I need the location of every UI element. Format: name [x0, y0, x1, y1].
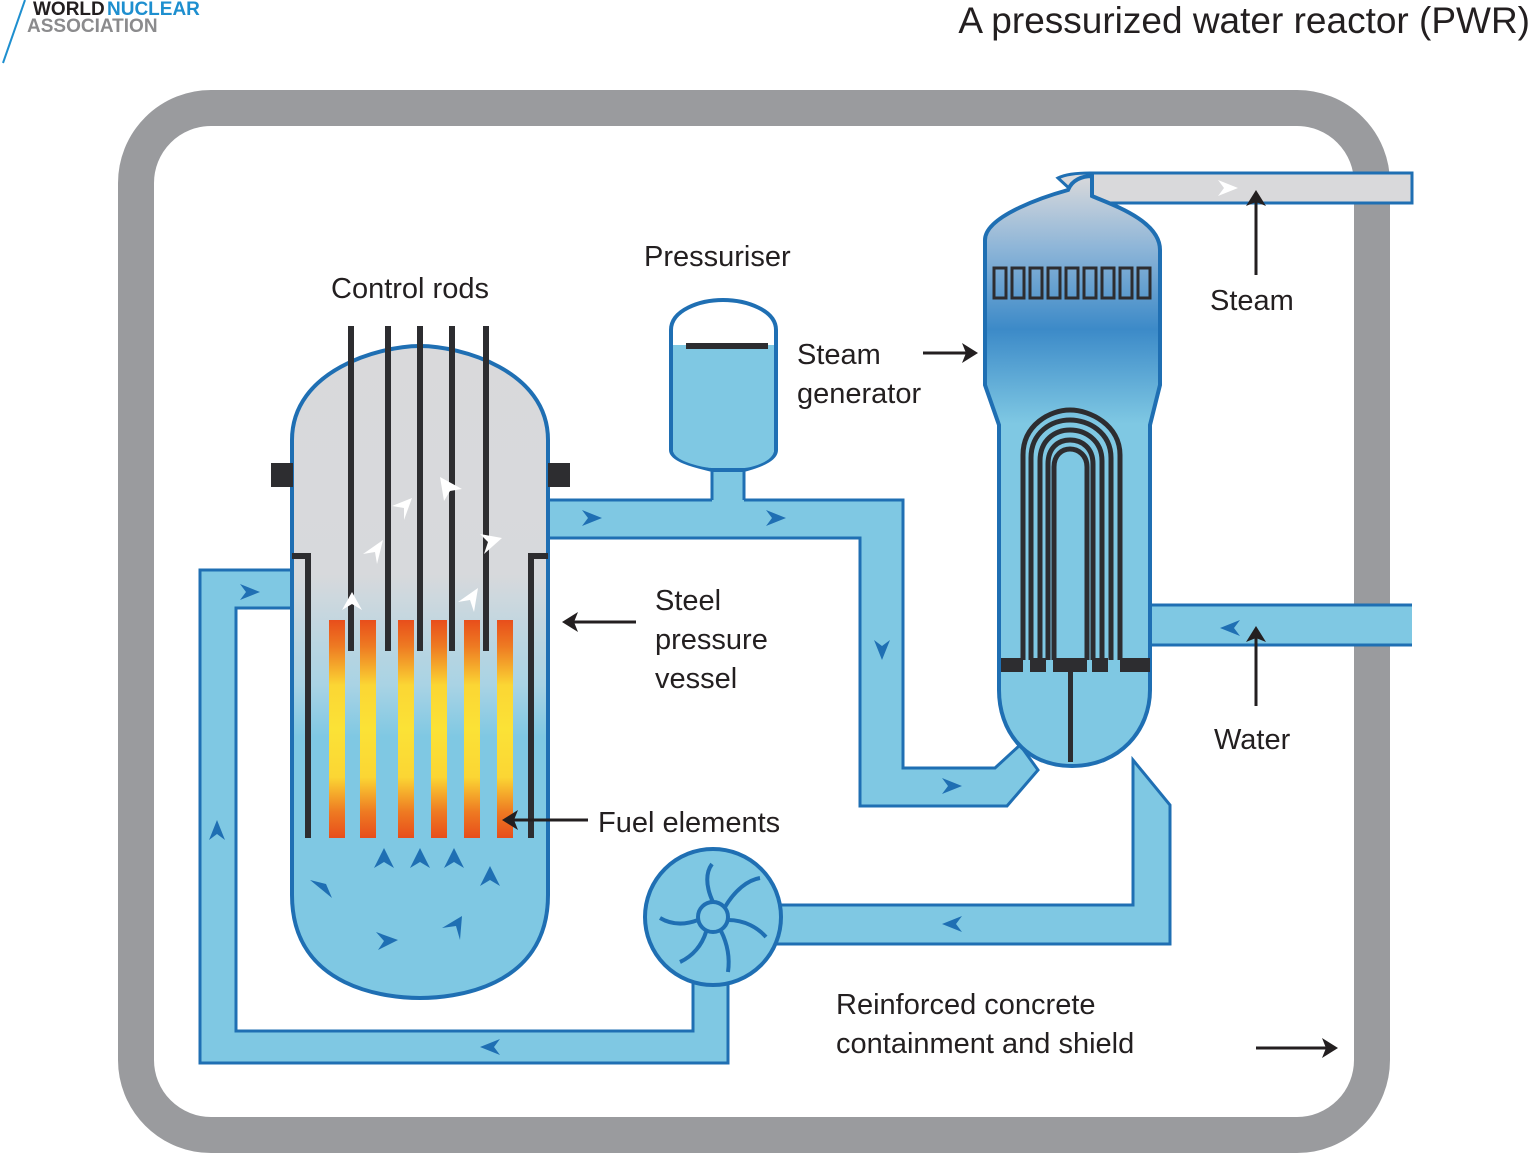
pressuriser [669, 297, 778, 472]
control-rod [483, 326, 489, 651]
u-tube-bundle [1020, 407, 1123, 660]
label-steam-generator-line1: Steam [797, 339, 881, 371]
label-fuel-elements: Fuel elements [598, 807, 780, 839]
logo-slash [2, 0, 26, 64]
callout-arrows [502, 190, 1338, 1058]
core-barrel-left [292, 553, 311, 838]
fuel-element [329, 620, 345, 838]
label-pressuriser: Pressuriser [644, 241, 791, 273]
tube-sheet [1001, 658, 1150, 762]
label-water: Water [1214, 724, 1291, 756]
pressuriser-heater [686, 343, 768, 349]
steam-arrow [1218, 180, 1238, 196]
label-containment-line1: Reinforced concrete [836, 989, 1096, 1021]
steam-flow-arrows [342, 477, 502, 612]
control-rod [348, 326, 354, 651]
label-steam-generator-line2: generator [797, 378, 921, 410]
pump-impeller-blades [658, 862, 768, 973]
fuel-elements [329, 620, 513, 838]
logo-world: WORLD [33, 0, 105, 20]
control-rod [385, 326, 391, 651]
fuel-element [360, 620, 376, 838]
fuel-element [431, 620, 447, 838]
fuel-element [464, 620, 480, 838]
logo-association: ASSOCIATION [27, 16, 158, 37]
coolant-flow-arrows [310, 848, 500, 950]
control-rod [417, 326, 423, 651]
logo-nuclear: NUCLEAR [107, 0, 200, 20]
fuel-element [497, 620, 513, 838]
label-containment-line2: containment and shield [836, 1028, 1134, 1060]
reactor-pressure-vessel [271, 326, 570, 1001]
label-steam: Steam [1210, 285, 1294, 317]
label-control-rods: Control rods [331, 273, 489, 305]
hot-leg-pipe [546, 498, 1040, 808]
reactor-coolant-pump [643, 847, 783, 987]
steam-generator [983, 173, 1162, 769]
pipe-flow-arrows [209, 510, 1240, 1055]
vessel-flange-left [271, 463, 293, 487]
label-steel-line1: Steel [655, 585, 721, 617]
feedwater-line [1150, 605, 1412, 645]
fuel-element [398, 620, 414, 838]
moisture-separators [992, 266, 1152, 300]
core-barrel-right [528, 553, 548, 838]
label-steel-line2: pressure [655, 624, 768, 656]
label-steel-line3: vessel [655, 663, 737, 695]
logo: WORLD NUCLEAR ASSOCIATION [2, 0, 200, 64]
vessel-flange-right [548, 463, 570, 487]
diagram-title: A pressurized water reactor (PWR) [958, 0, 1530, 41]
